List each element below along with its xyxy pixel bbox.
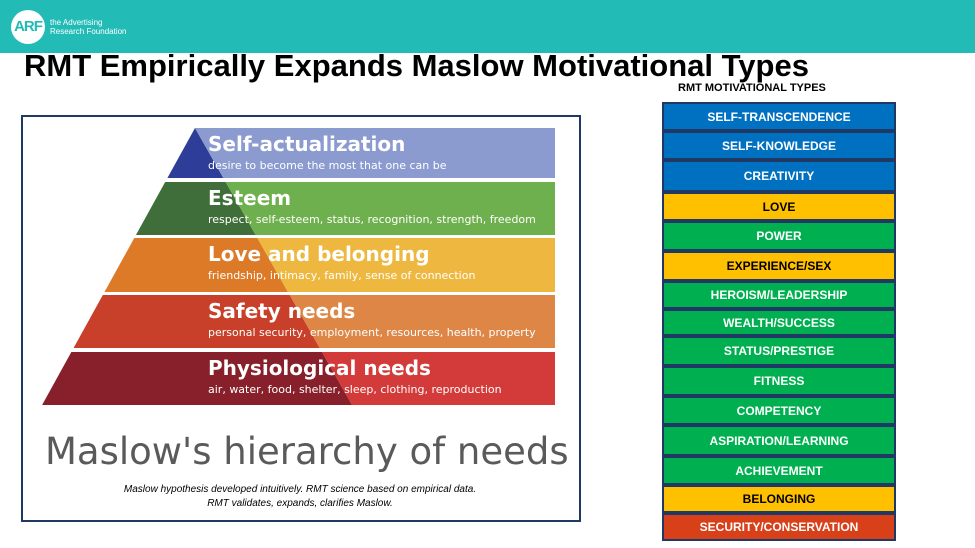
rmt-type-item: ASPIRATION/LEARNING xyxy=(662,425,896,456)
arf-logo: ARF xyxy=(11,10,45,44)
pyramid-tier-dark xyxy=(167,128,224,178)
logo-line2: Research Foundation xyxy=(50,27,127,36)
maslow-caption: Maslow's hierarchy of needs xyxy=(45,430,569,473)
maslow-note: Maslow hypothesis developed intuitively.… xyxy=(60,483,540,511)
logo-line1: the Advertising xyxy=(50,18,103,27)
pyramid-tier-light xyxy=(257,238,555,292)
header-bar: ARF the Advertising Research Foundation xyxy=(0,0,975,53)
rmt-type-item: HEROISM/LEADERSHIP xyxy=(662,281,896,309)
pyramid-tier-dark xyxy=(42,352,353,405)
note-line1: Maslow hypothesis developed intuitively.… xyxy=(123,484,477,495)
rmt-heading: RMT MOTIVATIONAL TYPES xyxy=(678,82,826,94)
rmt-type-item: FITNESS xyxy=(662,366,896,396)
rmt-type-item: COMPETENCY xyxy=(662,396,896,425)
rmt-type-item: SECURITY/CONSERVATION xyxy=(662,513,896,541)
rmt-type-item: SELF-TRANSCENDENCE xyxy=(662,102,896,131)
pyramid-tier-light xyxy=(322,352,555,405)
rmt-type-item: BELONGING xyxy=(662,485,896,513)
rmt-type-item: SELF-KNOWLEDGE xyxy=(662,131,896,160)
arf-logo-text: the Advertising Research Foundation xyxy=(50,18,127,36)
rmt-type-item: LOVE xyxy=(662,192,896,221)
rmt-type-item: CREATIVITY xyxy=(662,160,896,192)
tier-title: Love and belonging xyxy=(208,242,430,266)
pyramid-tier-dark xyxy=(104,238,288,292)
tier-title: Self-actualization xyxy=(208,132,406,156)
rmt-type-item: POWER xyxy=(662,221,896,251)
tier-subtitle: personal security, employment, resources… xyxy=(208,326,536,339)
pyramid-tier-light xyxy=(289,295,555,348)
pyramid-tier-dark xyxy=(73,295,320,348)
pyramid-tier-light xyxy=(225,182,556,235)
note-line2: RMT validates, expands, clarifies Maslow… xyxy=(207,498,393,509)
rmt-type-item: EXPERIENCE/SEX xyxy=(662,251,896,281)
slide-title: RMT Empirically Expands Maslow Motivatio… xyxy=(24,48,809,83)
tier-title: Physiological needs xyxy=(208,356,431,380)
tier-title: Safety needs xyxy=(208,299,356,323)
pyramid-tier-light xyxy=(195,128,555,178)
rmt-type-item: STATUS/PRESTIGE xyxy=(662,336,896,366)
tier-title: Esteem xyxy=(208,186,292,210)
tier-subtitle: respect, self-esteem, status, recognitio… xyxy=(208,213,536,226)
rmt-type-item: WEALTH/SUCCESS xyxy=(662,309,896,336)
tier-subtitle: desire to become the most that one can b… xyxy=(208,159,447,172)
tier-subtitle: air, water, food, shelter, sleep, clothi… xyxy=(208,383,502,396)
pyramid-tier-dark xyxy=(135,182,256,235)
tier-subtitle: friendship, intimacy, family, sense of c… xyxy=(208,269,476,282)
rmt-type-item: ACHIEVEMENT xyxy=(662,456,896,485)
